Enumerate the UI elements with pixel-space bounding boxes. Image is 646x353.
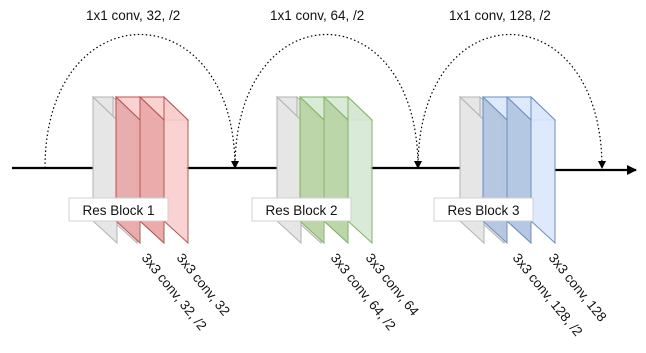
- block-label-text: Res Block 3: [447, 203, 519, 218]
- skip-label-3: 1x1 conv, 128, /2: [449, 8, 551, 23]
- conv-label-a: 3x3 conv, 64, /2: [328, 250, 399, 333]
- block-label-2: Res Block 2: [251, 197, 352, 222]
- res-block-1: Res Block 1 3x3 conv, 32, /2 3x3 conv, 3…: [68, 95, 233, 333]
- block-label-1: Res Block 1: [68, 197, 169, 222]
- block-label-text: Res Block 2: [265, 203, 337, 218]
- block-label-3: Res Block 3: [433, 197, 534, 222]
- skip-arc-2: [234, 33, 422, 169]
- res-block-3: Res Block 3 3x3 conv, 128, /2 3x3 conv, …: [433, 95, 610, 339]
- conv-label-a: 3x3 conv, 32, /2: [139, 250, 210, 333]
- skip-arc-3: [417, 33, 606, 169]
- block-label-text: Res Block 1: [82, 203, 154, 218]
- skip-label-1: 1x1 conv, 32, /2: [86, 8, 180, 23]
- skip-label-2: 1x1 conv, 64, /2: [270, 8, 364, 23]
- res-block-2: Res Block 2 3x3 conv, 64, /2 3x3 conv, 6…: [251, 95, 422, 333]
- skip-arc-1: [44, 33, 239, 169]
